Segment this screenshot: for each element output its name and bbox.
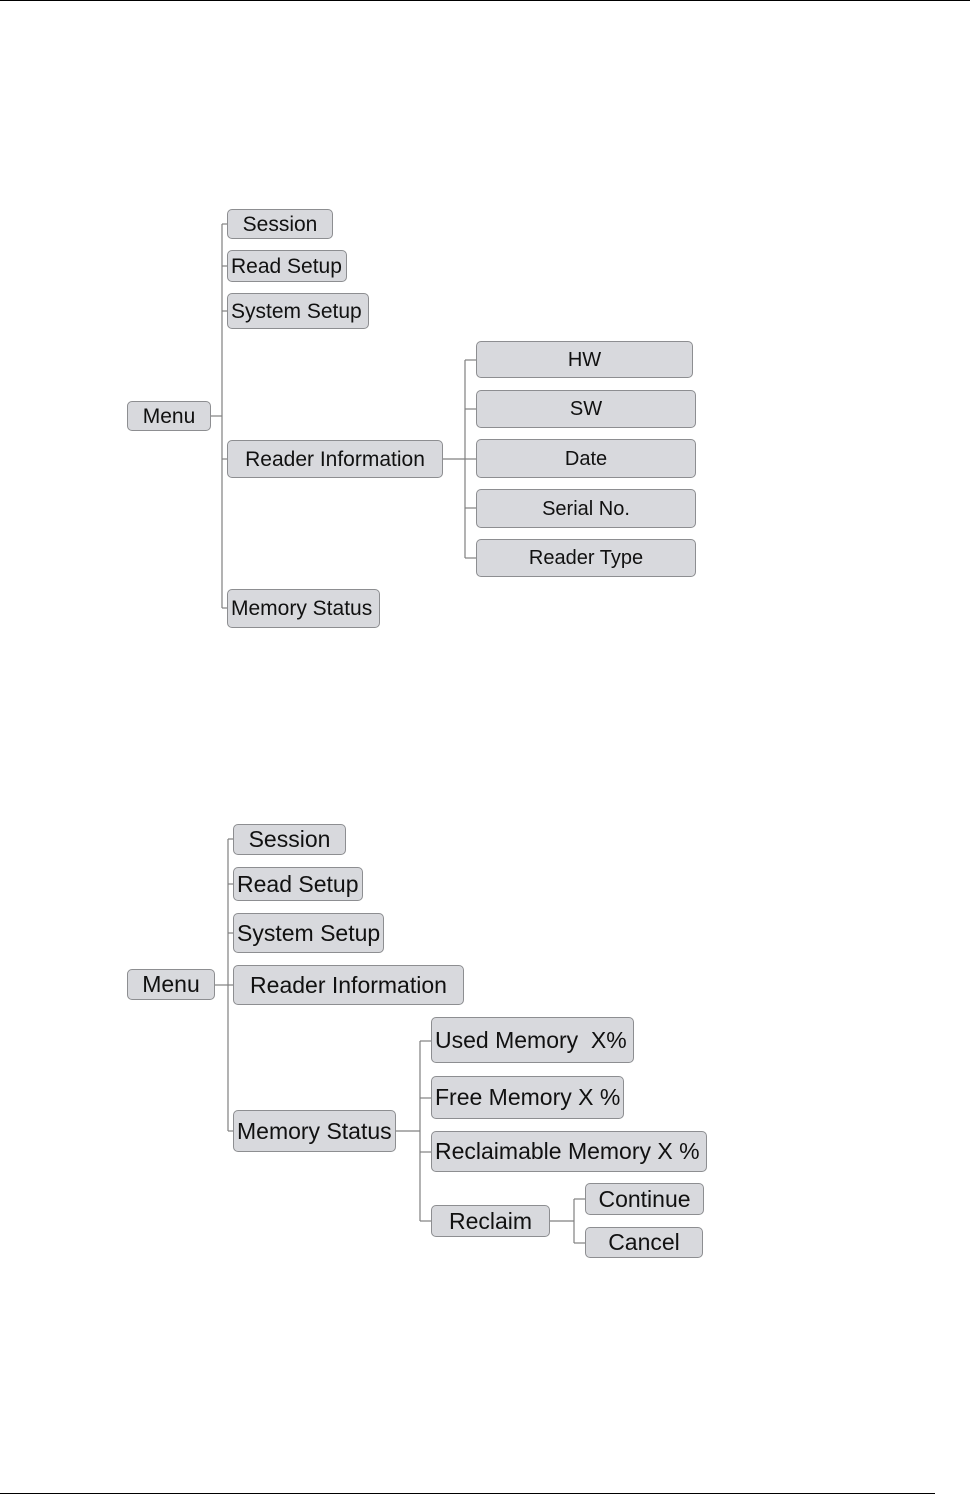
free-memory-node: Free Memory X %: [431, 1076, 624, 1119]
menu-node: Menu: [127, 969, 215, 1000]
memory-status-node: Memory Status: [233, 1110, 396, 1152]
system-setup-node: System Setup: [233, 913, 384, 953]
reader-information-node: Reader Information: [227, 440, 443, 478]
sw-node: SW: [476, 390, 696, 428]
reader-information-node: Reader Information: [233, 965, 464, 1005]
cancel-node: Cancel: [585, 1227, 703, 1258]
used-memory-node: Used Memory X%: [431, 1017, 634, 1063]
session-node: Session: [233, 824, 346, 855]
read-setup-node: Read Setup: [233, 867, 363, 901]
system-setup-node: System Setup: [227, 293, 369, 329]
session-node: Session: [227, 209, 333, 239]
menu-tree-reader-information: Menu Session Read Setup System Setup Rea…: [0, 0, 970, 660]
reclaim-node: Reclaim: [431, 1205, 550, 1237]
hw-node: HW: [476, 341, 693, 378]
reader-type-node: Reader Type: [476, 539, 696, 577]
menu-node: Menu: [127, 401, 211, 431]
date-node: Date: [476, 439, 696, 478]
memory-status-node: Memory Status: [227, 589, 380, 628]
page-bottom-rule: [0, 1493, 935, 1494]
menu-tree-memory-status: Menu Session Read Setup System Setup Rea…: [0, 800, 970, 1280]
read-setup-node: Read Setup: [227, 250, 347, 282]
reclaimable-memory-node: Reclaimable Memory X %: [431, 1131, 707, 1172]
serial-no-node: Serial No.: [476, 489, 696, 528]
continue-node: Continue: [585, 1183, 704, 1215]
